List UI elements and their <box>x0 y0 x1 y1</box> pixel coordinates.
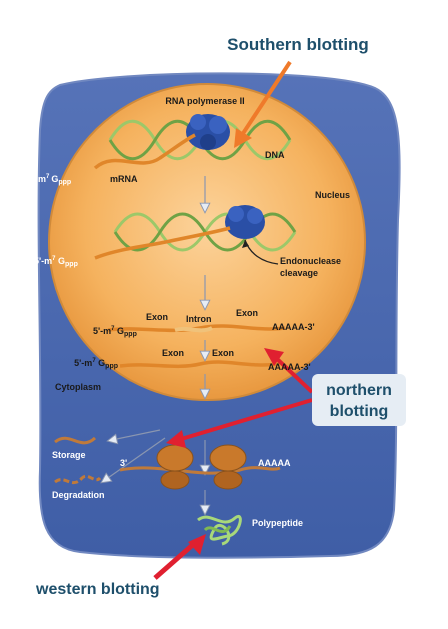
three-prime-label: 3' <box>120 458 127 468</box>
dna-label: DNA <box>265 150 285 160</box>
cap-label-pre: 5'-m7 Gppp <box>93 326 137 338</box>
exon-label-1: Exon <box>146 312 168 322</box>
western-blotting-label: western blotting <box>35 581 160 598</box>
pre-mrna <box>107 324 286 333</box>
intron-label: Intron <box>186 314 212 324</box>
polypeptide <box>197 514 242 546</box>
rna-polymerase <box>186 114 230 150</box>
cap-label-middle: 5'-m7 Gppp <box>34 256 78 268</box>
nucleus-label: Nucleus <box>315 190 350 200</box>
ribosome-right <box>209 444 247 490</box>
northern-blotting-label-2: blotting <box>330 403 389 420</box>
exon-label-2: Exon <box>236 308 258 318</box>
southern-blotting-label: Southern blotting <box>227 35 369 54</box>
northern-blotting-label-1: northern <box>326 382 392 399</box>
ribosome-left <box>156 444 194 490</box>
mrna-strand-top <box>93 133 196 170</box>
rna-polymerase-label: RNA polymerase II <box>165 96 244 106</box>
rna-polymerase-cleavage <box>225 205 265 239</box>
endonuclease-label-2: cleavage <box>280 268 318 278</box>
degradation-label: Degradation <box>52 490 105 500</box>
polypeptide-label: Polypeptide <box>252 518 303 528</box>
mrna-label: mRNA <box>110 174 138 184</box>
degradation-mrna <box>54 474 102 485</box>
cytoplasm-label: Cytoplasm <box>55 382 101 392</box>
northern-arrows <box>166 348 314 448</box>
cap-label-mature: 5'-m7 Gppp <box>74 358 118 370</box>
southern-arrow <box>234 60 292 148</box>
mature-mrna <box>119 360 281 369</box>
northern-callout-box <box>312 374 406 426</box>
polya-label-3: AAAAA <box>258 458 291 468</box>
mrna-strand-middle <box>94 226 231 260</box>
exon-label-4: Exon <box>212 348 234 358</box>
storage-mrna <box>54 436 97 445</box>
process-arrows <box>100 176 211 516</box>
polya-label-1: AAAAA-3' <box>272 322 315 332</box>
western-arrow <box>153 534 206 580</box>
storage-label: Storage <box>52 450 86 460</box>
polya-label-2: AAAAA-3' <box>268 362 311 372</box>
exon-label-3: Exon <box>162 348 184 358</box>
endonuclease-label-1: Endonuclease <box>280 256 341 266</box>
